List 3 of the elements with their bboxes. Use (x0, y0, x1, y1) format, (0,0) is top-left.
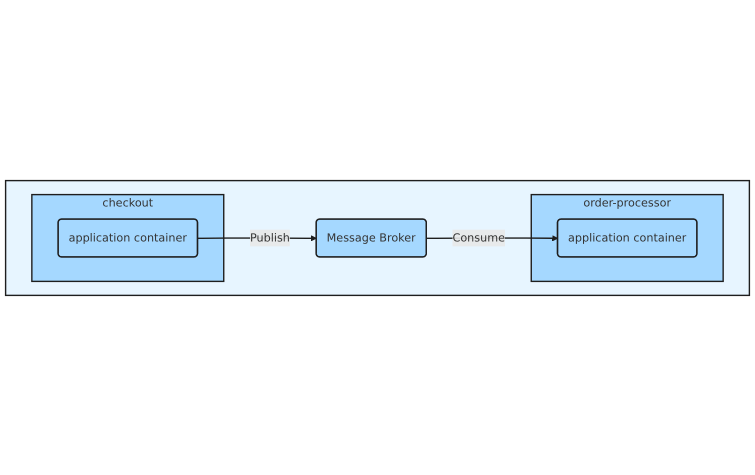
edge-label: Publish (250, 230, 290, 244)
cluster (4, 179, 750, 296)
edge-label: Consume (452, 230, 506, 244)
